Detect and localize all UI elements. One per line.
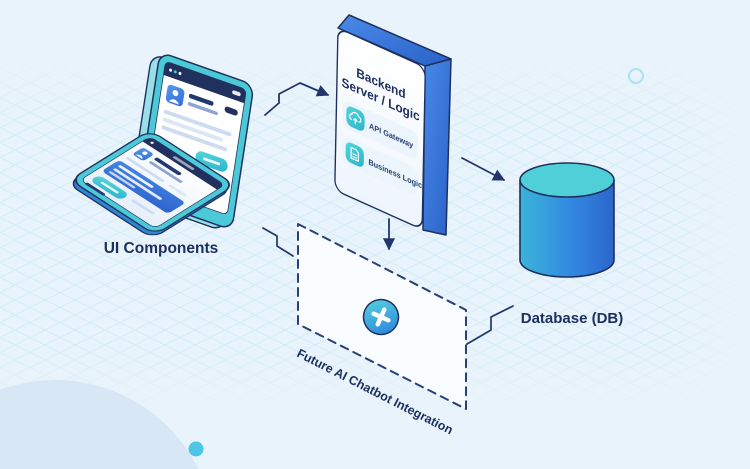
- database-cylinder-body: [519, 180, 615, 278]
- arrow-backend-to-database: [461, 157, 506, 181]
- text-line: [149, 161, 183, 183]
- window-dot-icon: [173, 70, 177, 74]
- phone-statusbar: [142, 138, 222, 190]
- ui-components-node: UI Components: [72, 54, 254, 257]
- text-line: [161, 125, 228, 152]
- chatbot-box-dashed-border: [297, 223, 467, 410]
- text-line: [108, 171, 136, 189]
- backend-node: Backend Server / Logic API Gateway Busin…: [334, 14, 452, 236]
- person-icon: [172, 89, 179, 97]
- window-dot-icon: [178, 71, 182, 76]
- text-line: [162, 117, 223, 142]
- text-line: [113, 168, 163, 200]
- backend-card: Backend Server / Logic API Gateway Busin…: [334, 30, 426, 227]
- cloud-api-icon: [353, 118, 358, 125]
- person-icon: [142, 151, 148, 155]
- database-node: Database (DB): [519, 162, 624, 327]
- document-logic-icon: [352, 153, 358, 159]
- text-line: [187, 102, 218, 116]
- backend-card-right-edge: [422, 58, 452, 236]
- tablet-titlebar: [163, 62, 246, 104]
- connector-chatbot-to-database: [466, 305, 514, 345]
- button-label-placeholder: [100, 181, 119, 194]
- text-line: [126, 157, 165, 183]
- database-cylinder-top: [519, 162, 615, 198]
- plus-icon: [362, 298, 400, 336]
- decor-dot: [188, 441, 204, 457]
- backend-item-api-gateway: API Gateway: [342, 101, 419, 159]
- text-line: [118, 165, 154, 188]
- document-logic-icon: [350, 146, 360, 162]
- ui-components-label: UI Components: [104, 240, 219, 257]
- window-dot-icon: [169, 68, 173, 72]
- titlebar-dash: [232, 90, 241, 97]
- button-label-placeholder: [203, 157, 221, 166]
- text-line: [168, 184, 187, 197]
- database-label: Database (DB): [521, 310, 624, 327]
- plus-glyph: [371, 307, 391, 327]
- text-line: [131, 199, 155, 215]
- text-line: [172, 156, 195, 170]
- arrow-ui-to-backend: [264, 82, 330, 116]
- text-line: [188, 93, 214, 106]
- grid-fade-right: [660, 52, 750, 414]
- person-icon: [135, 154, 143, 160]
- phone-illustration: [72, 133, 230, 236]
- cloud-api-icon: [349, 111, 362, 123]
- badge: [224, 106, 238, 116]
- text-line: [154, 157, 182, 176]
- text-line: [163, 109, 232, 137]
- connector-ui-to-chatbot: [262, 227, 294, 257]
- decor-circle-large: [0, 380, 199, 469]
- person-icon: [168, 99, 180, 105]
- text-line: [85, 182, 106, 196]
- decor-ring: [627, 67, 645, 85]
- window-dot-icon: [150, 141, 154, 144]
